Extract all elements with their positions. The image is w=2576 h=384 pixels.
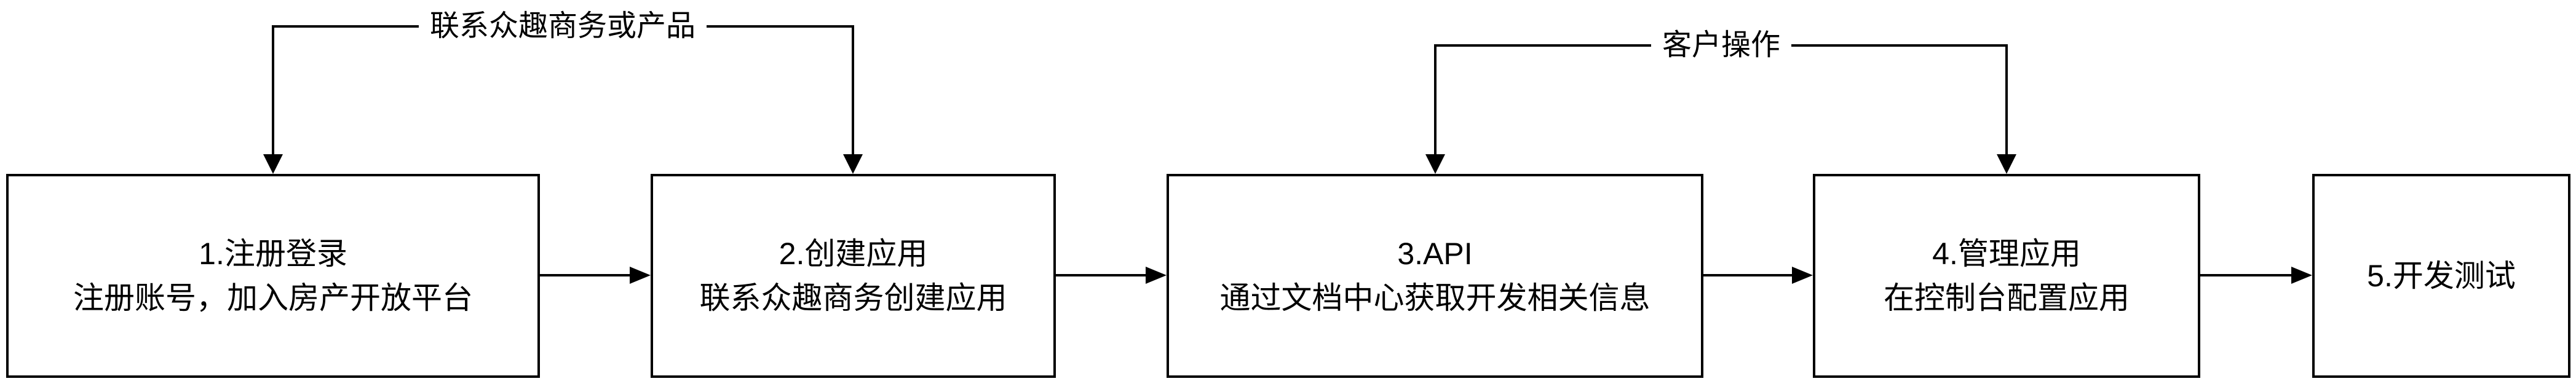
step-title: 5.开发测试 (2367, 259, 2516, 293)
arrowhead-right-icon (630, 267, 651, 284)
step-subtitle: 联系众趣商务创建应用 (699, 281, 1007, 315)
step-subtitle: 通过文档中心获取开发相关信息 (1219, 281, 1651, 315)
connector-step1-step2 (540, 274, 630, 276)
step-title: 1.注册登录 (199, 237, 347, 271)
arrowhead-right-icon (2291, 267, 2312, 284)
flow-step-3-api: 3.API 通过文档中心获取开发相关信息 (1167, 174, 1703, 378)
step-subtitle: 注册账号，加入房产开放平台 (73, 281, 473, 315)
arrowhead-down-icon (1997, 154, 2016, 174)
arrowhead-down-icon (1425, 154, 1445, 174)
step-title: 2.创建应用 (779, 237, 928, 271)
annotation-1-arm-right (852, 25, 854, 154)
flow-step-4-manage-app: 4.管理应用 在控制台配置应用 (1813, 174, 2200, 378)
annotation-2-arm-right (2005, 44, 2008, 154)
arrowhead-down-icon (843, 154, 863, 174)
annotation-1-arm-left (272, 25, 274, 154)
flow-step-5-dev-test: 5.开发测试 (2312, 174, 2570, 378)
flow-step-1-register-login: 1.注册登录 注册账号，加入房产开放平台 (6, 174, 540, 378)
connector-step2-step3 (1056, 274, 1146, 276)
connector-step4-step5 (2200, 274, 2291, 276)
arrowhead-right-icon (1146, 267, 1167, 284)
flow-step-2-create-app: 2.创建应用 联系众趣商务创建应用 (651, 174, 1056, 378)
step-title: 4.管理应用 (1932, 237, 2081, 271)
arrowhead-down-icon (263, 154, 283, 174)
annotation-2-label: 客户操作 (1651, 27, 1792, 64)
arrowhead-right-icon (1792, 267, 1813, 284)
annotation-2-arm-left (1434, 44, 1437, 154)
step-title: 3.API (1397, 237, 1473, 271)
annotation-1-label: 联系众趣商务或产品 (418, 8, 707, 45)
step-subtitle: 在控制台配置应用 (1884, 281, 2130, 315)
connector-step3-step4 (1703, 274, 1792, 276)
